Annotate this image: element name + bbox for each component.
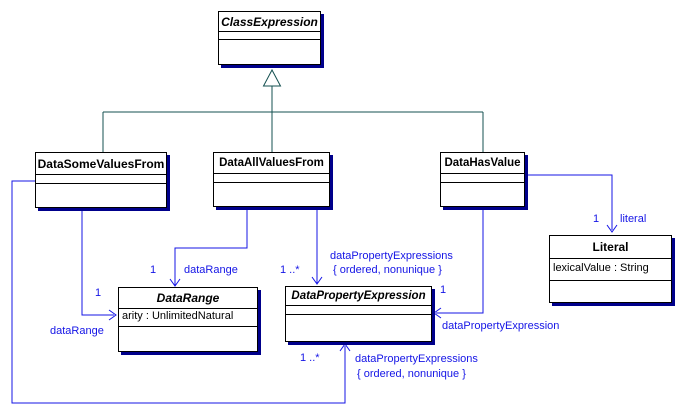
class-box-datahasvalue: DataHasValue [440,152,525,207]
class-attribute: arity : UnlimitedNatural [122,310,234,322]
generalization-connector [102,86,484,152]
multiplicity-label: 1 [150,264,157,276]
association-role-label: dataPropertyExpressions [355,353,478,365]
multiplicity-label: 1 ..* [300,352,320,364]
class-box-literal: Literal lexicalValue : String [549,235,672,303]
attributes-compartment [441,173,524,182]
class-box-classexpression: ClassExpression [218,11,321,65]
class-box-dataallvaluesfrom: DataAllValuesFrom [213,152,330,207]
arrowhead-down-icon [311,276,323,285]
class-box-datapropertyexpression: DataPropertyExpression [285,286,432,342]
class-title: DataSomeValuesFrom [37,156,165,171]
multiplicity-label: 1 [593,213,600,225]
class-title: DataPropertyExpression [291,290,426,302]
class-title: Literal [592,240,629,254]
attributes-compartment [214,173,329,182]
operations-compartment [119,326,257,351]
association-role-label: dataPropertyExpression [442,320,560,332]
association-line-hasvalue-literal [525,174,613,230]
attributes-compartment: lexicalValue : String [550,258,671,280]
generalization-arrowhead-icon [262,68,282,87]
class-title: DataAllValuesFrom [219,157,324,169]
arrowhead-left-icon [433,307,442,319]
multiplicity-label: 1 [95,287,102,299]
class-box-datarange: DataRange arity : UnlimitedNatural [118,287,258,352]
operations-compartment [286,314,431,341]
operations-compartment [214,182,329,206]
association-line-somevaluesfrom-datarange [81,208,114,316]
association-constraint-label: { ordered, nonunique } [357,368,466,380]
multiplicity-label: 1 [440,284,447,296]
association-constraint-label: { ordered, nonunique } [333,264,442,276]
operations-compartment [550,280,671,302]
association-role-label: dataPropertyExpressions [330,250,453,262]
attributes-compartment: arity : UnlimitedNatural [119,308,257,326]
association-line-hasvalue-dpe [436,207,484,314]
class-title: ClassExpression [221,14,318,29]
multiplicity-label: 1 ..* [280,264,300,276]
operations-compartment [36,183,166,207]
arrowhead-up-icon [339,343,351,352]
class-box-datasomevaluesfrom: DataSomeValuesFrom [35,152,167,208]
class-title: DataHasValue [444,157,521,169]
arrowhead-down-icon [169,278,181,287]
association-line-allvaluesfrom-datarange [174,207,248,285]
association-line-somevaluesfrom-dpe [11,180,346,404]
association-role-label: dataRange [50,325,104,337]
attributes-compartment [286,305,431,314]
operations-compartment [219,39,320,64]
arrowhead-right-icon [108,309,117,321]
arrowhead-down-icon [606,224,618,233]
association-role-label: dataRange [184,264,238,276]
attributes-compartment [219,31,320,39]
attributes-compartment [36,174,166,183]
class-attribute: lexicalValue : String [553,262,649,274]
association-role-label: literal [620,213,647,225]
class-title: DataRange [156,291,220,305]
operations-compartment [441,182,524,206]
